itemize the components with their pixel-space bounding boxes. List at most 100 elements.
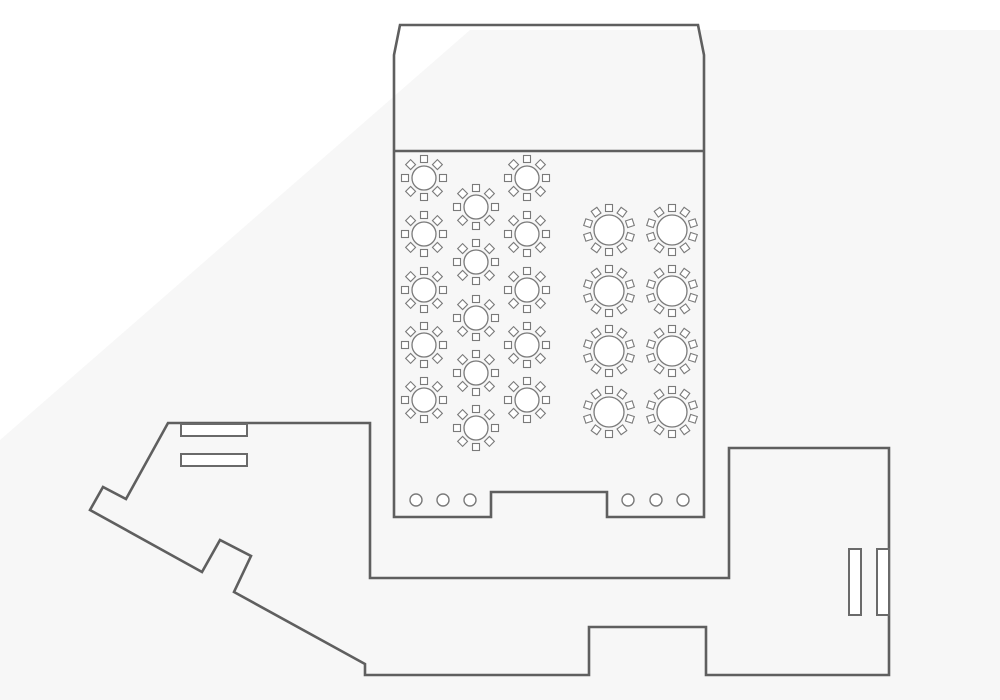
chair	[419, 359, 429, 369]
chair	[431, 380, 444, 393]
chair	[679, 242, 691, 254]
chair	[483, 325, 496, 338]
chair	[534, 270, 547, 283]
chair	[653, 267, 665, 279]
chair	[679, 303, 691, 315]
chair	[431, 241, 444, 254]
chair	[590, 424, 602, 436]
cocktail-table-4	[621, 493, 635, 507]
round-table-small-9	[452, 294, 500, 342]
chair	[645, 231, 657, 242]
chair	[419, 266, 429, 276]
chair	[534, 214, 547, 227]
chair	[456, 435, 469, 448]
chair	[404, 297, 417, 310]
chair	[653, 388, 665, 400]
round-table-small-12	[452, 349, 500, 397]
chair	[471, 349, 481, 359]
chair	[541, 395, 551, 405]
chair	[624, 339, 636, 350]
chair	[522, 304, 532, 314]
chair	[604, 368, 614, 378]
chair	[431, 185, 444, 198]
chair	[616, 388, 628, 400]
chair	[667, 324, 677, 334]
table-top	[593, 275, 625, 307]
table-top	[656, 396, 688, 428]
chair	[471, 294, 481, 304]
chair	[404, 380, 417, 393]
chair	[400, 285, 410, 295]
chair	[534, 352, 547, 365]
background-shade	[0, 30, 1000, 700]
round-table-small-7	[400, 266, 448, 314]
chair	[604, 429, 614, 439]
chair	[667, 203, 677, 213]
chair	[507, 325, 520, 338]
chair	[534, 185, 547, 198]
round-table-small-14	[503, 376, 551, 424]
chair	[522, 154, 532, 164]
chair	[419, 304, 429, 314]
chair	[679, 363, 691, 375]
round-table-large-7	[582, 385, 636, 439]
chair	[645, 400, 657, 411]
chair	[582, 400, 594, 411]
chair	[653, 363, 665, 375]
chair	[582, 218, 594, 229]
chair	[541, 229, 551, 239]
chair	[419, 414, 429, 424]
round-table-small-5	[503, 210, 551, 258]
chair	[582, 339, 594, 350]
chair	[653, 424, 665, 436]
chair	[438, 340, 448, 350]
table-top	[411, 277, 437, 303]
round-table-small-2	[503, 154, 551, 202]
table-top	[463, 305, 489, 331]
chair	[503, 285, 513, 295]
cocktail-table-3	[463, 493, 477, 507]
table-top	[463, 360, 489, 386]
chair	[431, 325, 444, 338]
chair	[653, 242, 665, 254]
chair	[438, 173, 448, 183]
chair	[483, 187, 496, 200]
chair	[522, 192, 532, 202]
chair	[616, 242, 628, 254]
chair	[404, 158, 417, 171]
round-table-large-3	[582, 264, 636, 318]
chair	[503, 340, 513, 350]
east-counter-right	[876, 548, 890, 616]
chair	[590, 206, 602, 218]
chair	[431, 352, 444, 365]
chair	[471, 332, 481, 342]
chair	[604, 308, 614, 318]
chair	[534, 158, 547, 171]
chair	[431, 407, 444, 420]
chair	[438, 229, 448, 239]
chair	[507, 352, 520, 365]
chair	[431, 214, 444, 227]
chair	[534, 297, 547, 310]
table-top	[514, 221, 540, 247]
east-counter-left	[848, 548, 862, 616]
chair	[438, 395, 448, 405]
chair	[452, 202, 462, 212]
chair	[653, 303, 665, 315]
round-table-small-10	[400, 321, 448, 369]
cocktail-tables-layer	[409, 493, 690, 507]
round-table-small-1	[400, 154, 448, 202]
chair	[687, 279, 699, 290]
chair	[452, 423, 462, 433]
chair	[452, 257, 462, 267]
chair	[456, 380, 469, 393]
chair	[507, 158, 520, 171]
chair	[438, 285, 448, 295]
table-top	[411, 221, 437, 247]
chair	[404, 241, 417, 254]
chair	[624, 279, 636, 290]
round-table-small-15	[452, 404, 500, 452]
chair	[582, 292, 594, 303]
chair	[616, 327, 628, 339]
chair	[687, 352, 699, 363]
